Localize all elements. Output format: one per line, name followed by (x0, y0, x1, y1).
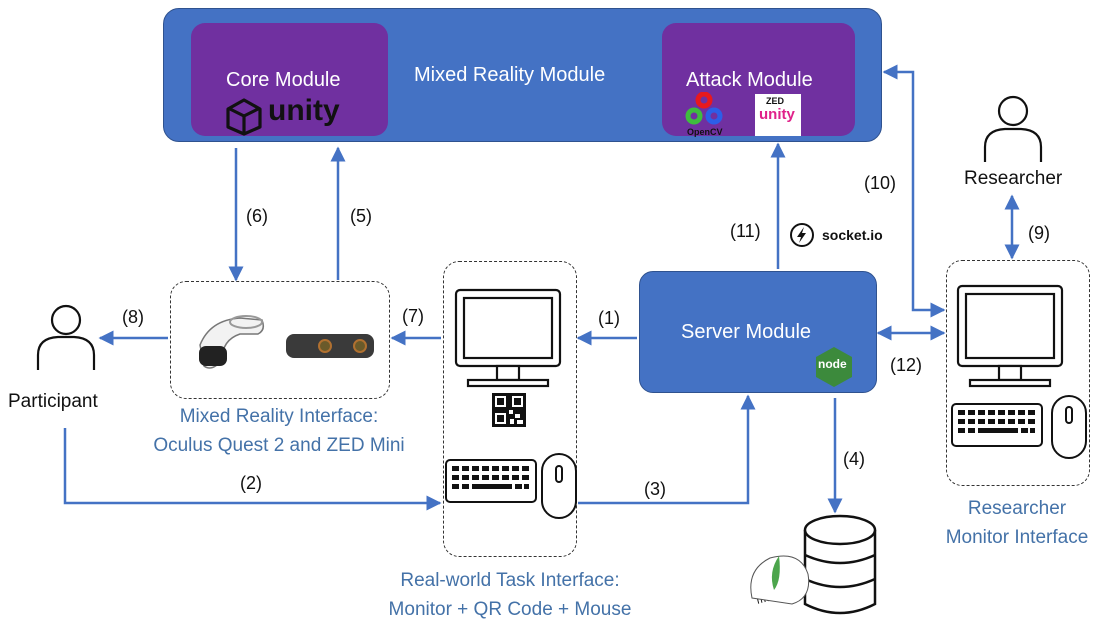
nodejs-logo-text: node (818, 357, 847, 371)
socketio-icon (789, 222, 815, 248)
mixed-reality-module-title: Mixed Reality Module (414, 64, 606, 86)
arrow-label-2: (2) (240, 473, 262, 493)
unity-logo-text: unity (268, 94, 340, 127)
researcher-interface-label: Researcher Monitor Interface (922, 494, 1112, 552)
opencv-logo-icon (684, 91, 724, 126)
researcher-person-icon (983, 95, 1043, 162)
researcher-interface-label-line2: Monitor Interface (945, 527, 1089, 548)
zed-unity-logo-text: unity (759, 106, 795, 123)
task-interface-box (443, 261, 577, 557)
qr-code-icon (492, 393, 526, 427)
zed-logo-text: ZED (766, 96, 784, 106)
database-icon (803, 514, 877, 615)
mixed-reality-interface-box (170, 281, 390, 399)
mongodb-logo-icon (750, 555, 810, 605)
arrow-label-11: (11) (730, 221, 761, 241)
mixed-reality-interface-label: Mixed Reality Interface: Oculus Quest 2 … (128, 402, 430, 460)
unity-cube-icon (226, 98, 262, 136)
participant-person-icon (36, 304, 96, 370)
opencv-logo-text: OpenCV (687, 127, 723, 137)
researcher-interface-box (946, 260, 1090, 486)
arrow-label-8: (8) (122, 307, 144, 327)
researcher-label: Researcher (964, 168, 1063, 189)
researcher-monitor-icon (956, 284, 1064, 388)
arrow-label-1: (1) (598, 308, 620, 328)
arrow-3 (578, 394, 756, 505)
attack-module-title: Attack Module (686, 69, 813, 91)
arrow-label-6: (6) (246, 206, 268, 226)
core-module-title: Core Module (226, 69, 341, 91)
participant-label: Participant (8, 391, 98, 412)
arrow-10 (882, 64, 946, 318)
task-monitor-icon (454, 288, 562, 388)
task-mouse-icon (541, 453, 577, 519)
task-interface-label-line1: Real-world Task Interface: (400, 570, 620, 591)
task-keyboard-icon (445, 459, 537, 503)
researcher-keyboard-icon (951, 403, 1043, 447)
server-module-title: Server Module (681, 321, 812, 343)
arrow-label-12: (12) (890, 355, 923, 375)
mixed-reality-interface-label-line1: Mixed Reality Interface: (179, 406, 379, 427)
core-module (191, 23, 388, 136)
arrow-label-5: (5) (350, 206, 372, 226)
task-interface-label: Real-world Task Interface: Monitor + QR … (360, 566, 660, 624)
oculus-headset-icon (199, 315, 265, 369)
zed-mini-camera-icon (286, 334, 374, 358)
task-interface-label-line2: Monitor + QR Code + Mouse (388, 599, 632, 620)
unity-logo (222, 96, 352, 136)
arrow-2 (63, 428, 442, 511)
socketio-label: socket.io (822, 227, 883, 243)
zed-unity-logo (755, 94, 801, 136)
arrow-label-7: (7) (402, 306, 424, 326)
researcher-interface-label-line1: Researcher (967, 498, 1067, 519)
arrow-label-4: (4) (843, 449, 865, 469)
mixed-reality-interface-label-line2: Oculus Quest 2 and ZED Mini (153, 435, 405, 456)
arrow-label-9: (9) (1028, 223, 1050, 243)
researcher-mouse-icon (1051, 395, 1087, 459)
nodejs-logo (812, 345, 856, 389)
arrow-label-3: (3) (644, 479, 666, 499)
